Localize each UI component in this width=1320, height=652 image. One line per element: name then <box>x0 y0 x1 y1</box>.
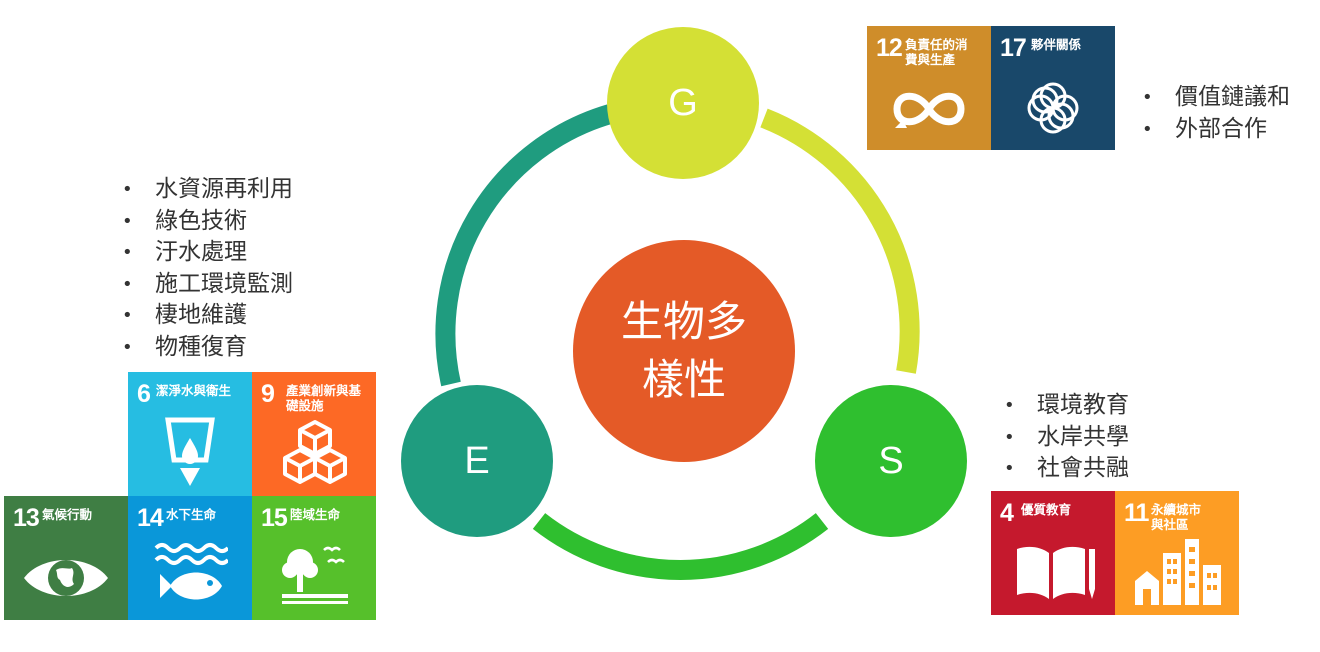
sdg-title: 陸域生命 <box>290 507 341 522</box>
eye-globe-icon <box>24 560 108 596</box>
sdg-number: 6 <box>137 380 151 408</box>
infinity-icon <box>893 92 965 128</box>
node-g-label: G <box>668 81 698 124</box>
bullet-item: 外部合作 <box>1142 114 1290 146</box>
bullet-item: 環境教育 <box>1004 390 1129 422</box>
center-line-1: 生物多 <box>620 297 747 346</box>
sdg-title: 負責任的消費與生產 <box>905 37 968 67</box>
node-s: S <box>815 385 967 537</box>
bullet-item: 水岸共學 <box>1004 422 1129 454</box>
bullet-item: 施工環境監測 <box>122 269 293 301</box>
bullet-item: 汙水處理 <box>122 237 293 269</box>
cubes-icon <box>283 420 347 484</box>
node-s-label: S <box>878 439 904 482</box>
center-biodiversity: 生物多 樣性 <box>573 240 795 462</box>
sdg-9-tile: 9 產業創新與基礎設施 <box>252 372 376 496</box>
bullets-environment: 水資源再利用 綠色技術 汙水處理 施工環境監測 棲地維護 物種復育 <box>122 174 293 363</box>
sdg-6-tile: 6 潔淨水與衛生 <box>128 372 252 496</box>
arc-g-s <box>760 108 920 374</box>
bullets-governance: 價值鏈議和 外部合作 <box>1142 82 1290 145</box>
sdg-number: 9 <box>261 380 275 408</box>
bullet-item: 物種復育 <box>122 332 293 364</box>
node-e-label: E <box>464 439 490 482</box>
arc-e-s <box>532 513 829 580</box>
node-g: G <box>607 27 759 179</box>
sdg-number: 12 <box>876 34 903 62</box>
sdg-title: 水下生命 <box>166 507 217 522</box>
sdg-title: 產業創新與基礎設施 <box>286 383 362 413</box>
bullets-social: 環境教育 水岸共學 社會共融 <box>1004 390 1129 485</box>
water-drop-icon <box>165 417 215 486</box>
sdg-14-tile: 14 水下生命 <box>128 496 252 620</box>
bullet-item: 價值鏈議和 <box>1142 82 1290 114</box>
center-line-2: 樣性 <box>641 355 726 404</box>
sdg-number: 15 <box>261 504 288 532</box>
book-pencil-icon <box>1017 546 1095 599</box>
arc-g-e <box>435 104 613 387</box>
node-e: E <box>401 385 553 537</box>
sdg-number: 11 <box>1124 499 1149 527</box>
sdg-title: 夥伴關係 <box>1031 37 1082 52</box>
bullet-item: 社會共融 <box>1004 453 1129 485</box>
sdg-title: 潔淨水與衛生 <box>156 383 232 398</box>
sdg-4-tile: 4 優質教育 <box>991 491 1115 615</box>
city-buildings-icon <box>1135 539 1221 605</box>
sdg-title: 氣候行動 <box>42 507 93 522</box>
fish-waves-icon <box>154 543 228 600</box>
sdg-number: 14 <box>137 504 164 532</box>
bullet-item: 棲地維護 <box>122 300 293 332</box>
sdg-number: 17 <box>1000 34 1027 62</box>
sdg-title: 永續城市與社區 <box>1151 502 1202 532</box>
sdg-17-tile: 17 夥伴關係 <box>991 26 1115 150</box>
bullet-item: 水資源再利用 <box>122 174 293 206</box>
flower-rings-icon <box>1027 82 1079 134</box>
tree-birds-icon <box>282 546 348 604</box>
sdg-11-tile: 11 永續城市與社區 <box>1115 491 1239 615</box>
sdg-number: 4 <box>1000 499 1014 527</box>
sdg-15-tile: 15 陸域生命 <box>252 496 376 620</box>
bullet-item: 綠色技術 <box>122 206 293 238</box>
sdg-title: 優質教育 <box>1021 502 1072 517</box>
sdg-13-tile: 13 氣候行動 <box>4 496 128 620</box>
sdg-12-tile: 12 負責任的消費與生產 <box>867 26 991 150</box>
sdg-number: 13 <box>13 504 40 532</box>
